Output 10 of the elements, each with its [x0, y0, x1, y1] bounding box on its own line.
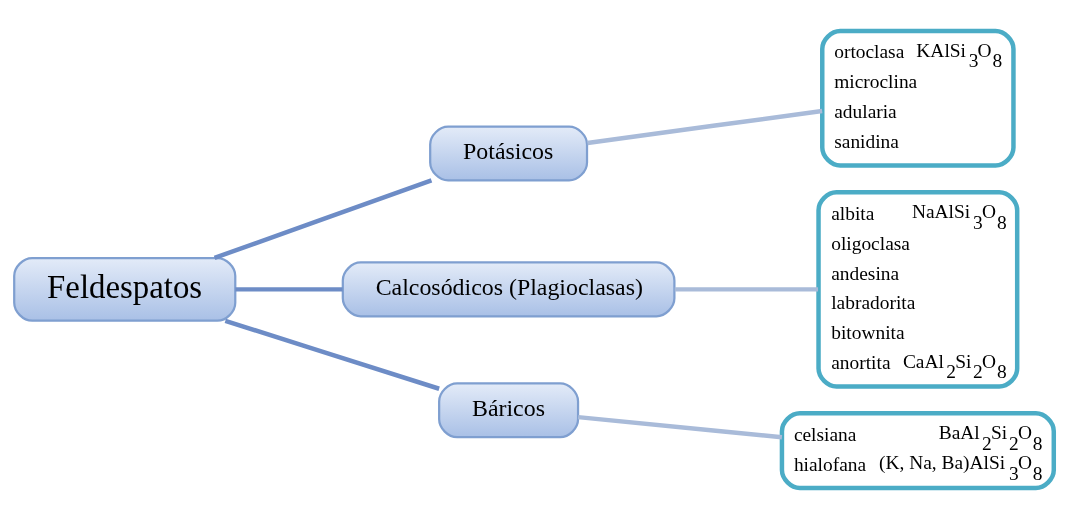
node-box: Báricos	[438, 381, 580, 438]
connector	[587, 108, 823, 145]
node-box: Feldespatos	[13, 256, 237, 322]
node-box: Potásicos	[429, 124, 589, 181]
connector	[213, 177, 433, 260]
connector	[235, 286, 343, 292]
connector	[224, 318, 440, 391]
connector	[577, 414, 783, 440]
node-box: Calcosódicos (Plagioclasas)	[341, 260, 676, 317]
connector	[674, 286, 819, 292]
